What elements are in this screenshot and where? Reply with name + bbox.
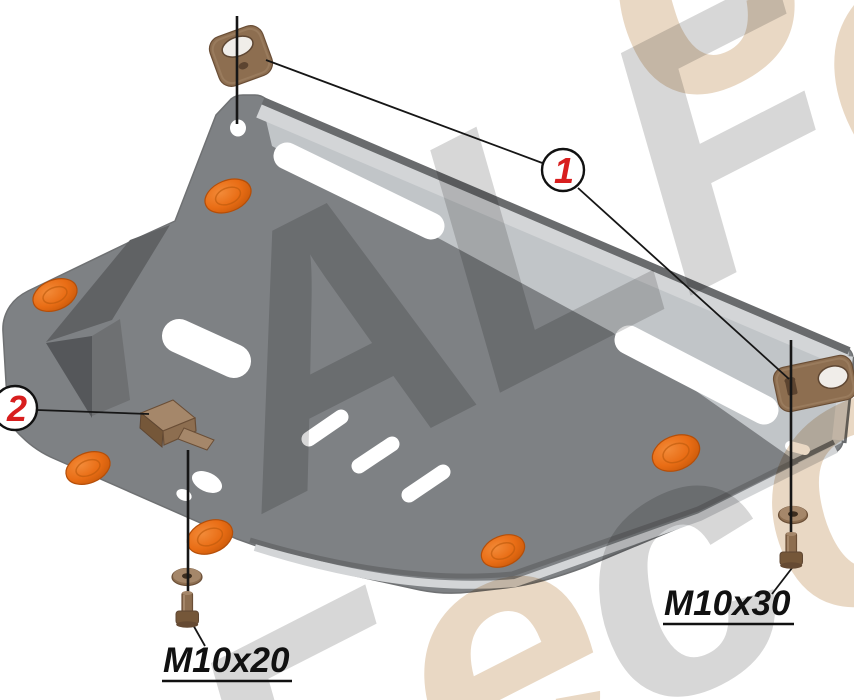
bracket2-oval-hole [191,471,223,493]
upper-long-slot [273,142,445,240]
leader-callout1-to-bracket-right [577,187,790,380]
callout-2-number: 2 [6,388,27,429]
top-edge-highlight [256,104,848,368]
wing-fold-mid [92,319,130,416]
leader-callout2-to-clip [36,409,150,415]
vent-slot-3 [401,464,451,503]
wing-fold-shadow [46,225,170,342]
bolt-size-label-m10x30: M10x30 [664,584,791,623]
bolt-m10x20 [175,591,199,628]
clip-bracket [139,399,215,451]
bolt-size-labels: M10x20 M10x30 [162,584,794,683]
lower-long-slot [614,325,779,425]
plate-body [2,94,854,594]
rubber-plug [204,178,252,214]
rubber-plug [651,434,701,472]
bottom-fold-dark [249,439,836,579]
bracket-bolt-mark [238,62,249,70]
callout-2-badge: 2 [0,384,39,432]
plate-holes [162,119,810,503]
wing-fold-shadow-2 [46,336,92,418]
right-corner-slot [785,441,810,455]
washer-right [777,505,809,525]
rubber-plug [480,534,526,568]
tab-bolt-hole [230,119,246,137]
bolt-size-label-m10x20: M10x20 [163,641,290,680]
vent-slot-1 [301,409,349,447]
skid-plate [2,94,854,594]
callout-1-badge: 1 [540,147,586,193]
callout-1-number: 1 [554,150,574,191]
assembly-lines [36,16,793,647]
mounting-bracket-right [772,354,854,413]
mounting-bracket-top [208,25,274,87]
rubber-plug [32,278,78,312]
center-oval-hole [162,319,251,378]
rubber-plugs [32,178,701,568]
vent-slot-2 [351,436,400,474]
top-edge-dark [261,97,851,355]
bolt-m10x30 [779,532,803,569]
leader-bolt-right-to-label [771,567,793,595]
bottom-fold-highlight [253,445,838,589]
leader-bracket-top-to-callout1 [265,59,546,165]
bracket-round-hole [817,365,849,390]
rubber-plug [65,451,111,485]
